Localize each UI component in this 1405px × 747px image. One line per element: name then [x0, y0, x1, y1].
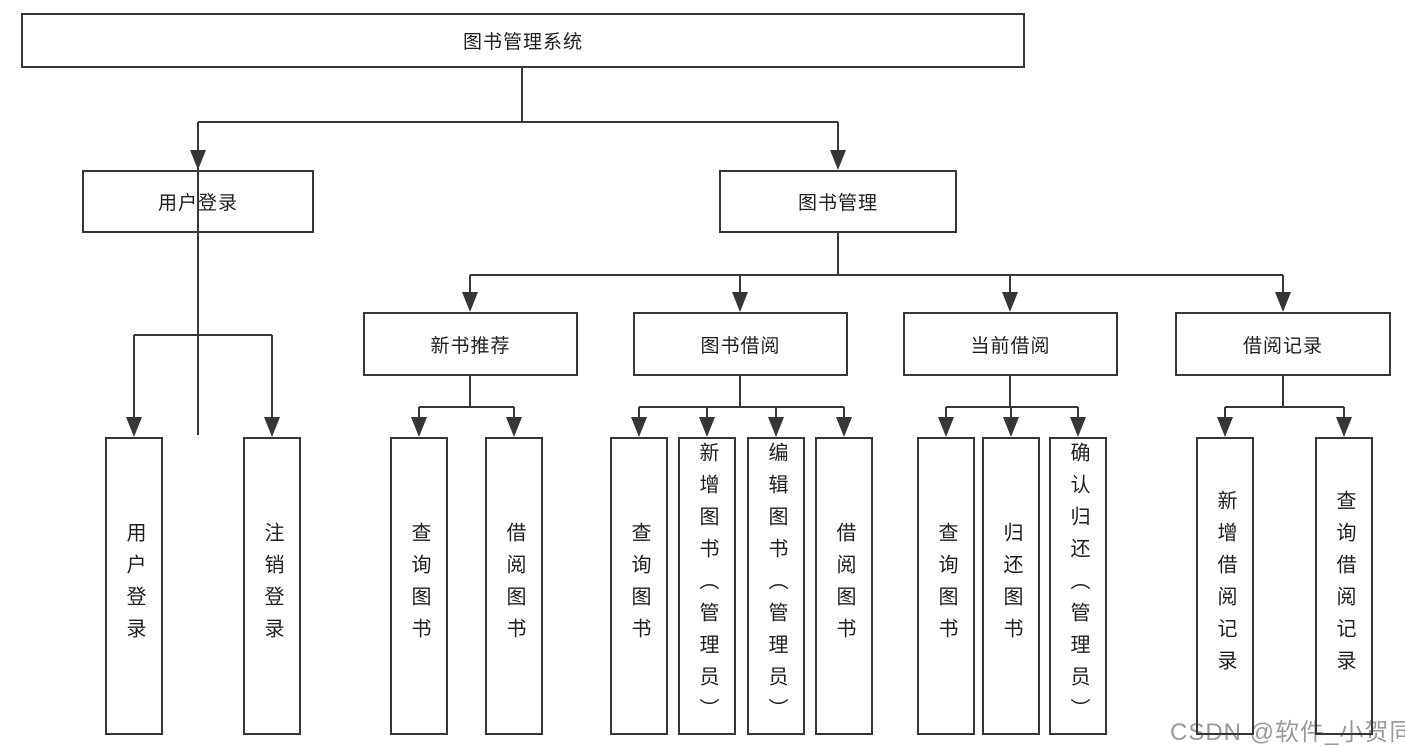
node-label: 用户登录 — [157, 193, 238, 214]
arrowhead — [631, 417, 647, 437]
node-label: 借阅记录 — [1242, 335, 1323, 357]
arrowhead — [411, 417, 427, 437]
arrowhead — [1002, 292, 1018, 312]
leaf-label: 查询图书 — [935, 522, 957, 650]
leaf-edit-books-admin: 编辑图书（管理员） — [747, 437, 805, 735]
node-label: 当前借阅 — [970, 335, 1051, 357]
leaf-label: 用户登录 — [123, 522, 145, 650]
leaf-query-books-borrow: 查询图书 — [610, 437, 668, 735]
arrowhead — [768, 417, 784, 437]
arrowhead — [938, 417, 954, 437]
leaf-label: 借阅图书 — [503, 522, 525, 650]
connector-root-to-level1 — [197, 68, 839, 435]
connector-records-to-leaves — [1224, 376, 1345, 435]
leaf-label: 注销登录 — [261, 522, 283, 650]
leaf-label: 查询图书 — [628, 522, 650, 650]
arrowheads — [126, 150, 1352, 437]
leaf-add-borrow-record: 新增借阅记录 — [1196, 437, 1254, 735]
node-book-management: 图书管理 — [719, 170, 957, 233]
node-label: 新书推荐 — [430, 335, 511, 357]
connector-newbook-to-leaves — [418, 376, 515, 435]
leaf-label: 编辑图书（管理员） — [765, 442, 787, 730]
node-book-borrowing: 图书借阅 — [633, 312, 848, 376]
arrowhead — [462, 292, 478, 312]
leaf-label: 确认归还（管理员） — [1067, 442, 1089, 730]
watermark-text: CSDN @软件_小贺同学 — [1170, 719, 1405, 746]
arrowhead — [1217, 417, 1233, 437]
leaf-query-books-recommend: 查询图书 — [390, 437, 448, 735]
node-root: 图书管理系统 — [21, 13, 1025, 68]
arrowhead — [264, 417, 280, 437]
node-borrowing-records: 借阅记录 — [1175, 312, 1391, 376]
leaf-return-books: 归还图书 — [982, 437, 1040, 735]
arrowhead — [732, 292, 748, 312]
connector-bookmgmt-to-level2 — [469, 233, 1284, 310]
leaf-query-borrow-record: 查询借阅记录 — [1315, 437, 1373, 735]
arrowhead — [506, 417, 522, 437]
connector-userlogin-to-leaves — [133, 233, 273, 435]
leaf-label: 借阅图书 — [833, 522, 855, 650]
connector-bookborrow-to-leaves — [638, 376, 845, 435]
arrowhead — [190, 150, 206, 170]
node-user-login: 用户登录 — [82, 170, 314, 233]
arrowhead — [699, 417, 715, 437]
arrowhead — [1070, 417, 1086, 437]
leaf-label: 查询借阅记录 — [1333, 490, 1355, 682]
arrowhead — [836, 417, 852, 437]
arrowhead — [1336, 417, 1352, 437]
node-label: 图书借阅 — [700, 335, 781, 357]
arrowhead — [126, 417, 142, 437]
arrowhead — [1003, 417, 1019, 437]
leaf-confirm-return-admin: 确认归还（管理员） — [1049, 437, 1107, 735]
arrowhead — [1275, 292, 1291, 312]
leaf-label: 归还图书 — [1000, 522, 1022, 650]
leaf-user-login: 用户登录 — [105, 437, 163, 735]
arrowhead — [830, 150, 846, 170]
leaf-query-books-current: 查询图书 — [917, 437, 975, 735]
leaf-label: 查询图书 — [408, 522, 430, 650]
leaf-logout: 注销登录 — [243, 437, 301, 735]
leaf-add-books-admin: 新增图书（管理员） — [678, 437, 736, 735]
node-label: 图书管理 — [797, 193, 878, 214]
leaf-borrow-books: 借阅图书 — [815, 437, 873, 735]
node-root-label: 图书管理系统 — [462, 32, 583, 53]
leaf-borrow-books-recommend: 借阅图书 — [485, 437, 543, 735]
node-new-book-recommendation: 新书推荐 — [363, 312, 578, 376]
leaf-label: 新增图书（管理员） — [696, 442, 718, 730]
leaf-label: 新增借阅记录 — [1214, 490, 1236, 682]
node-current-borrowing: 当前借阅 — [903, 312, 1118, 376]
